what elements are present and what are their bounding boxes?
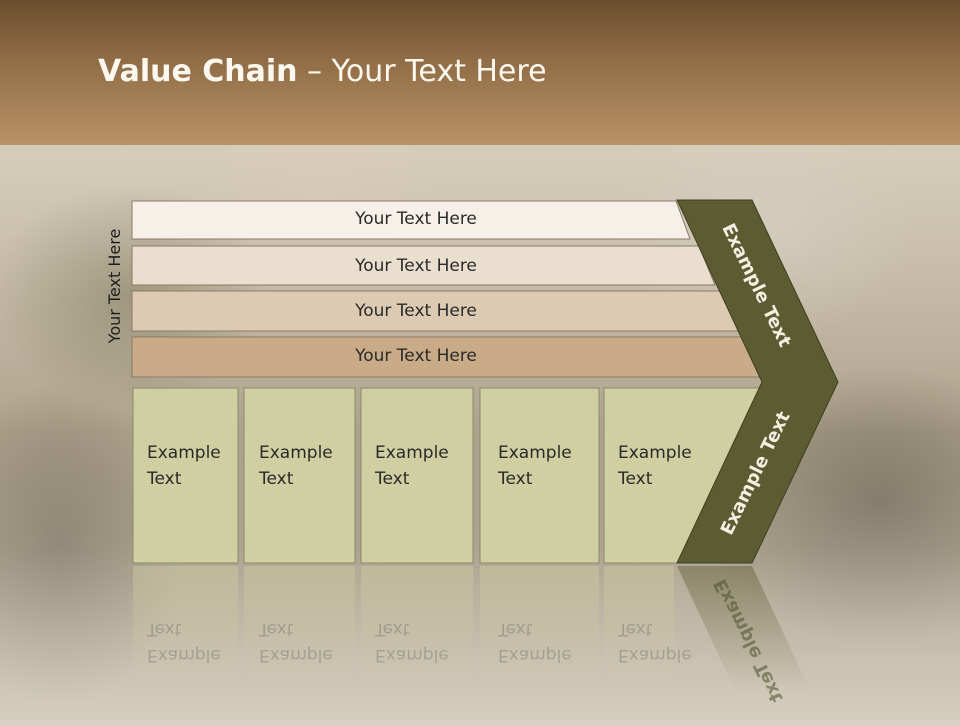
column-label-5-line2: Text (618, 469, 653, 489)
column-label-4: Example Text (498, 440, 572, 492)
column-label-2-line2: Text (259, 469, 294, 489)
column-reflection-label-1: Example Text (147, 616, 221, 668)
column-label-2: Example Text (259, 440, 333, 492)
column-reflection-label-2-line1: Example (259, 645, 333, 665)
column-label-3: Example Text (375, 440, 449, 492)
column-label-3-line2: Text (375, 469, 410, 489)
column-reflection-label-3: Example Text (375, 616, 449, 668)
column-reflection-label-2-line2: Text (259, 619, 294, 639)
column-box-4 (479, 387, 600, 564)
row-bar-2 (131, 245, 716, 286)
column-label-1: Example Text (147, 440, 221, 492)
column-reflection-label-5: Example Text (618, 616, 692, 668)
column-reflection-3 (361, 566, 473, 686)
chevron-reflection (677, 566, 810, 690)
column-reflection-2 (244, 566, 355, 686)
column-reflection-label-3-line2: Text (375, 619, 410, 639)
column-label-4-line1: Example (498, 443, 572, 463)
row-label-3: Your Text Here (355, 301, 477, 321)
column-reflection-label-1-line2: Text (147, 619, 182, 639)
column-label-1-line1: Example (147, 443, 221, 463)
column-label-3-line1: Example (375, 443, 449, 463)
column-reflection-label-4-line1: Example (498, 645, 572, 665)
column-label-5-line1: Example (618, 443, 692, 463)
column-label-5: Example Text (618, 440, 692, 492)
column-box-2 (243, 387, 356, 564)
column-label-4-line2: Text (498, 469, 533, 489)
column-reflection-label-5-line2: Text (618, 619, 653, 639)
slide-title: Value Chain – Your Text Here (98, 54, 547, 89)
column-reflection-label-4-line2: Text (498, 619, 533, 639)
column-reflection-label-4: Example Text (498, 616, 572, 668)
slide-title-rest: – Your Text Here (297, 54, 547, 89)
column-reflection-label-3-line1: Example (375, 645, 449, 665)
row-label-4: Your Text Here (355, 346, 477, 366)
column-reflection-4 (480, 566, 599, 686)
chevron-arrow (676, 199, 839, 564)
row-label-2: Your Text Here (355, 256, 477, 276)
row-label-1: Your Text Here (355, 209, 477, 229)
column-reflection-label-2: Example Text (259, 616, 333, 668)
column-reflection-label-5-line1: Example (618, 645, 692, 665)
column-reflection-label-1-line1: Example (147, 645, 221, 665)
column-box-1 (132, 387, 239, 564)
row-bar-1 (131, 200, 691, 240)
column-box-3 (360, 387, 474, 564)
column-label-2-line1: Example (259, 443, 333, 463)
header-band (0, 0, 960, 145)
column-reflection-5 (604, 566, 674, 686)
slide-title-bold: Value Chain (98, 54, 298, 89)
column-label-1-line2: Text (147, 469, 182, 489)
column-reflection-1 (133, 566, 238, 686)
